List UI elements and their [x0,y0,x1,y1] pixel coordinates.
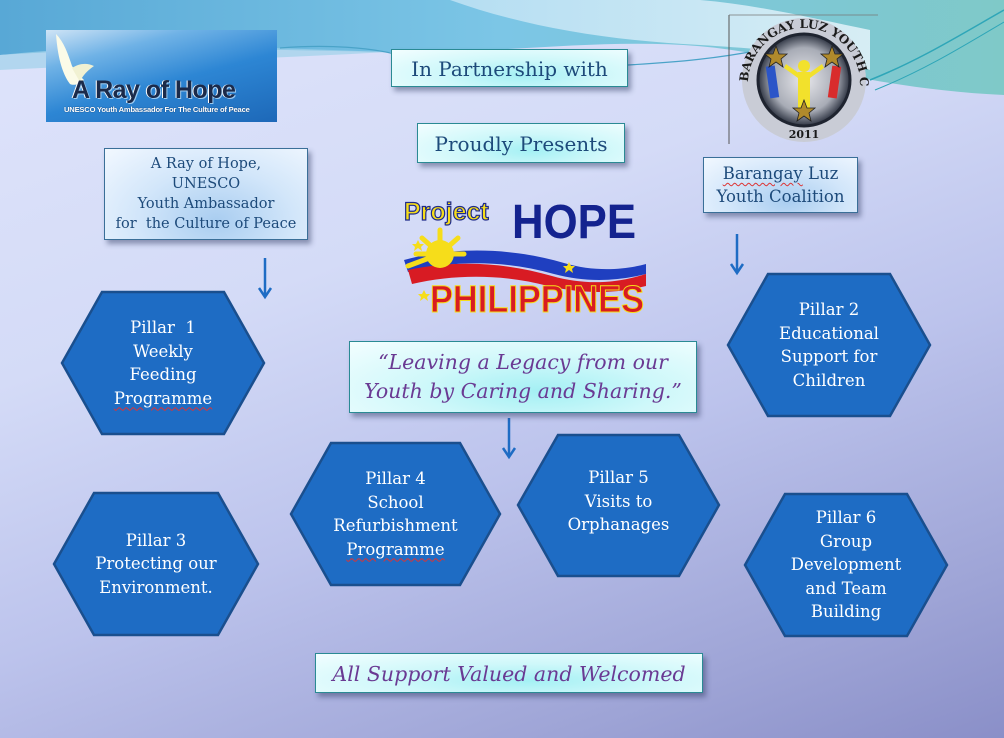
pillar-line: Programme [113,388,213,408]
partner-line: Youth Coalition [716,187,845,206]
project-hope-word3: PHILIPPINES [430,279,644,318]
partner-line: Luz [802,164,839,183]
pillar-line: Group [819,531,873,551]
ray-of-hope-subtitle: UNESCO Youth Ambassador For The Culture … [64,105,250,114]
pillar-line: Orphanages [567,515,670,535]
pillar-line: Protecting our [95,554,217,574]
pillar-line: and Team [805,578,887,598]
svg-text:2011: 2011 [789,128,820,141]
pillar-line: Environment. [99,577,213,597]
pillar-3-hexagon: Pillar 3 Protecting our Environment. [52,491,260,637]
partner-line: for the Culture of Peace [115,216,297,232]
pillar-line: School [367,492,424,512]
hexagon-shape [726,272,932,418]
project-hope-logo: Project HOPE PHILIPPINES [403,196,646,318]
pillar-line: Visits to [584,491,653,511]
partner-line: Barangay [722,164,803,183]
philippine-sun-flag-icon [404,227,646,301]
project-hope-word2: HOPE [512,196,636,249]
ray-of-hope-logo: A Ray of Hope UNESCO Youth Ambassador Fo… [46,30,277,122]
hexagon-shape [52,491,260,637]
tagline-line: Youth by Caring and Sharing.” [364,379,682,403]
pillar-line: Programme [346,539,445,559]
ray-of-hope-title: A Ray of Hope [72,76,236,104]
pillar-4-hexagon: Pillar 4 School Refurbishment Programme [289,441,502,587]
arrow-down-icon [501,418,517,460]
pillar-line: Building [810,602,882,622]
pillar-1-hexagon: Pillar 1 Weekly Feeding Programme [60,290,266,436]
partner-barangay-box: Barangay Luz Youth Coalition [703,157,858,213]
partnership-heading: In Partnership with [391,49,628,87]
hexagon-shape [60,290,266,436]
pillar-label: Pillar 1 [130,318,196,337]
pillar-label: Pillar 5 [588,468,649,488]
partner-line: A Ray of Hope, [150,156,262,172]
partner-line: UNESCO [171,176,241,192]
arrow-down-icon [729,234,745,276]
dove-icon [56,34,94,85]
project-hope-word1: Project [404,198,489,226]
tagline-box: “Leaving a Legacy from our Youth by Cari… [349,341,697,413]
coalition-emblem-icon: BARANGAY LUZ YOUTH COALITION 2011 [728,14,878,144]
support-banner: All Support Valued and Welcomed [315,653,703,693]
pillar-line: Educational [779,323,879,343]
pillar-line: Development [790,555,902,575]
pillar-label: Pillar 3 [125,530,187,550]
presents-heading: Proudly Presents [417,123,625,163]
partner-ray-of-hope-box: A Ray of Hope, UNESCO Youth Ambassador f… [104,148,308,240]
hexagon-shape [516,433,721,578]
pillar-line: Refurbishment [333,516,458,535]
pillar-2-hexagon: Pillar 2 Educational Support for Childre… [726,272,932,418]
pillar-6-hexagon: Pillar 6 Group Development and Team Buil… [743,492,949,638]
pillar-label: Pillar 2 [798,300,860,319]
pillar-label: Pillar 6 [815,508,877,528]
pillar-line: Support for [780,347,878,366]
pillar-line: Weekly [133,341,193,361]
partner-line: Youth Ambassador [137,196,275,212]
pillar-5-hexagon: Pillar 5 Visits to Orphanages [516,433,721,578]
hexagon-shape [743,492,949,638]
pillar-line: Children [792,370,866,390]
tagline-line: “Leaving a Legacy from our [378,350,668,374]
pillar-label: Pillar 4 [365,469,426,488]
arrow-down-icon [257,258,273,300]
hexagon-shape [289,441,502,587]
pillar-line: Feeding [129,365,197,384]
